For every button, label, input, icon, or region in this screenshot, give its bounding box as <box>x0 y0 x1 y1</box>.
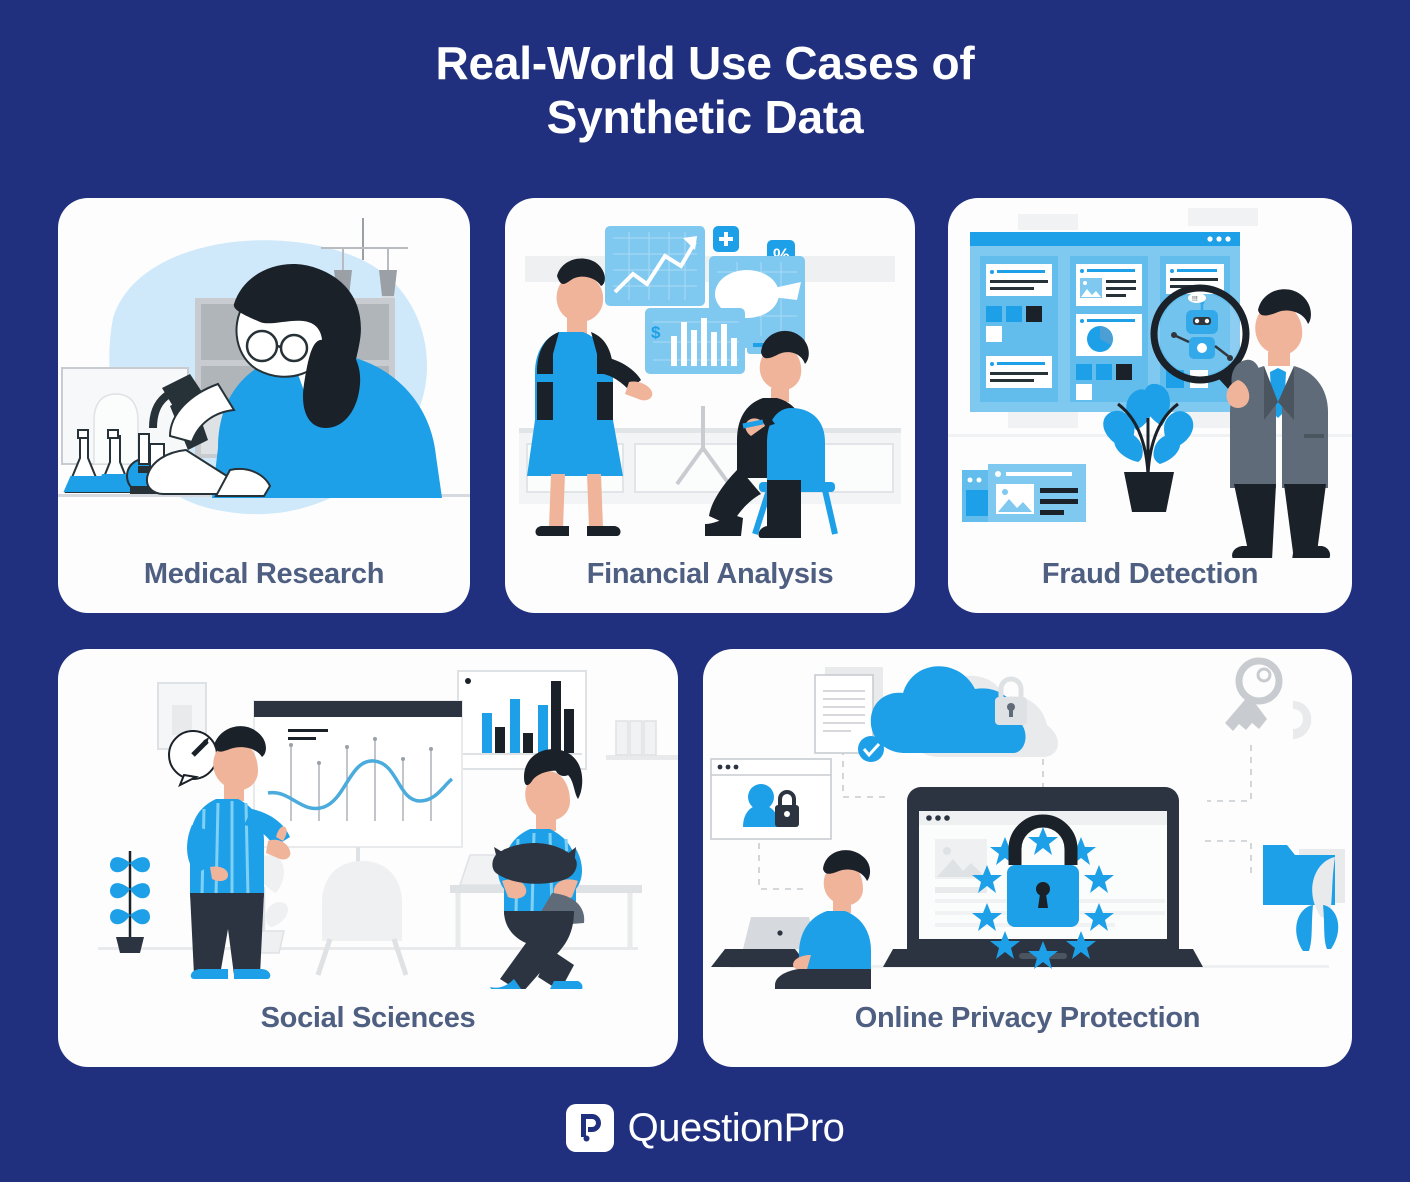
card-fraud-detection[interactable]: !!! <box>948 198 1352 613</box>
svg-text:!!!: !!! <box>1192 296 1198 303</box>
brand-name: QuestionPro <box>627 1105 845 1150</box>
page-title: Real-World Use Cases of Synthetic Data <box>0 36 1410 145</box>
card-label-medical-research: Medical Research <box>143 558 385 590</box>
questionpro-mark-icon <box>565 1104 614 1152</box>
illustration-social-sciences <box>58 649 678 989</box>
card-label-fraud-detection: Fraud Detection <box>1041 558 1259 590</box>
illustration-fraud-detection: !!! <box>948 198 1352 558</box>
brand-logo[interactable]: QuestionPro <box>0 1104 1410 1152</box>
card-label-financial-analysis: Financial Analysis <box>586 558 834 590</box>
svg-text:$: $ <box>651 323 661 342</box>
card-medical-research[interactable]: Medical Research <box>58 198 470 613</box>
illustration-financial-analysis: % $ <box>505 198 915 558</box>
card-social-sciences[interactable]: Social Sciences <box>58 649 678 1067</box>
title-line-1: Real-World Use Cases of <box>435 37 975 89</box>
card-label-social-sciences: Social Sciences <box>260 1002 476 1034</box>
illustration-online-privacy-protection <box>703 649 1352 989</box>
illustration-medical-research <box>58 198 470 558</box>
card-label-online-privacy-protection: Online Privacy Protection <box>854 1002 1201 1034</box>
card-online-privacy-protection[interactable]: Online Privacy Protection <box>703 649 1352 1067</box>
card-financial-analysis[interactable]: % $ <box>505 198 915 613</box>
title-line-2: Synthetic Data <box>546 91 864 144</box>
